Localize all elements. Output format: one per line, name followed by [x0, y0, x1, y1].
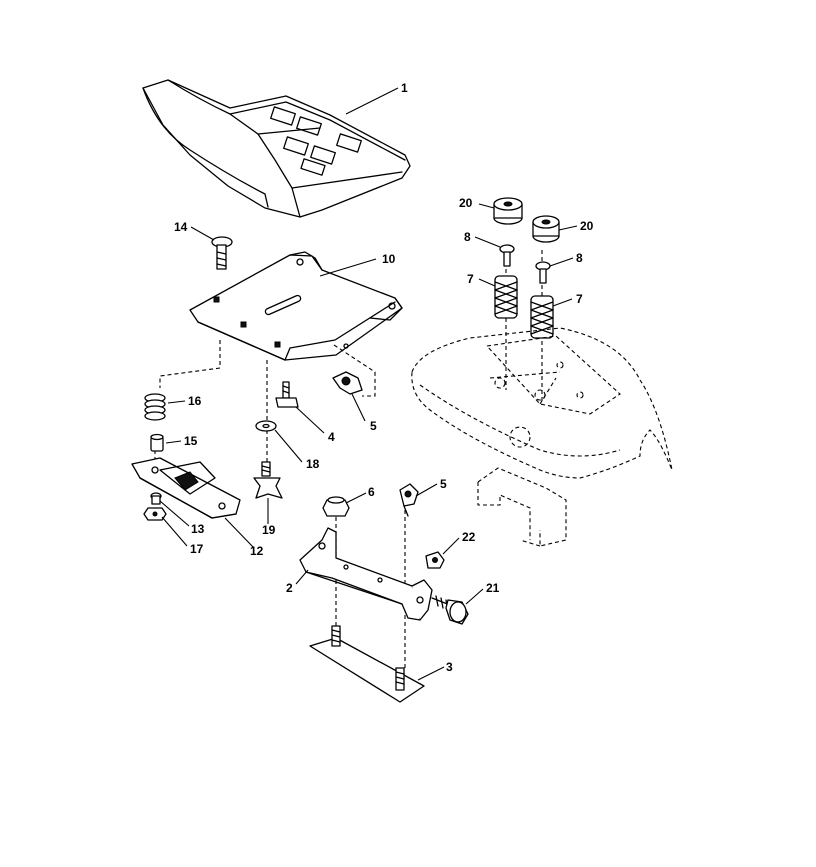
callout-1: 1 [401, 81, 408, 95]
callout-19: 19 [262, 523, 276, 537]
plate-3-part [309, 625, 425, 703]
seat-pan-part [189, 251, 403, 361]
seat-part [142, 79, 411, 218]
callout-13: 13 [191, 522, 205, 536]
callout-16: 16 [188, 394, 202, 408]
callout-20-left: 20 [459, 196, 473, 210]
bushing-part [150, 433, 164, 452]
callout-7-right: 7 [576, 292, 583, 306]
clip-5-upper-part [332, 371, 363, 395]
callout-14: 14 [174, 220, 188, 234]
carriage-bolt-part [211, 236, 233, 270]
spring-7-right-part [530, 295, 554, 339]
callout-3: 3 [446, 660, 453, 674]
knob-21-part [431, 595, 469, 625]
fastener-13-part [150, 492, 162, 505]
fender-reference [411, 327, 673, 547]
callout-20-right: 20 [580, 219, 594, 233]
callout-22: 22 [462, 530, 476, 544]
callout-6: 6 [368, 485, 375, 499]
spring-7-left-part [494, 275, 518, 319]
callout-15: 15 [184, 434, 198, 448]
callout-18: 18 [306, 457, 320, 471]
slide-bracket-part [131, 457, 241, 519]
spacer-20-right-part [532, 215, 560, 243]
callout-12: 12 [250, 544, 264, 558]
callout-8-right: 8 [576, 251, 583, 265]
washer-18-part [255, 420, 277, 432]
callout-2: 2 [286, 581, 293, 595]
pivot-bracket-part [299, 527, 433, 621]
callout-10: 10 [382, 252, 396, 266]
callout-4: 4 [328, 430, 335, 444]
callout-17: 17 [190, 542, 204, 556]
callout-5-upper: 5 [370, 419, 377, 433]
spring-part [144, 393, 166, 421]
callout-8-left: 8 [464, 230, 471, 244]
callout-7-left: 7 [467, 272, 474, 286]
bolt-8-left-part [499, 244, 515, 267]
callout-21: 21 [486, 581, 500, 595]
leader-lines [159, 87, 578, 681]
callout-5-lower: 5 [440, 477, 447, 491]
nut-17-part [143, 507, 167, 521]
callout-labels: 1 14 10 16 15 4 5 18 19 12 13 17 6 5 22 … [174, 81, 594, 674]
spacer-20-left-part [493, 197, 523, 225]
bolt-4-part [275, 381, 299, 408]
knob-19-part [253, 461, 283, 499]
bolt-8-right-part [535, 261, 551, 284]
clip-5-lower-part [399, 483, 419, 517]
nut-22-part [425, 551, 445, 569]
nut-6-part [322, 496, 350, 517]
